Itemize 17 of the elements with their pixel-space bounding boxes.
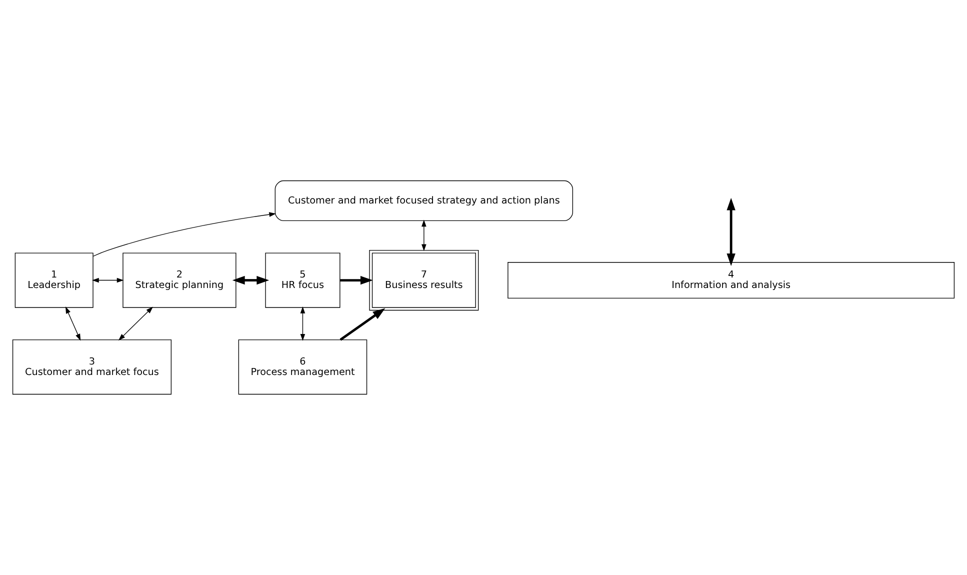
node-box: 7 Business results xyxy=(369,250,479,311)
arrow xyxy=(422,220,426,252)
node-box: 1 Leadership xyxy=(14,252,94,308)
arrow xyxy=(92,278,124,283)
node-box: 2 Strategic planning xyxy=(122,252,236,308)
node-box: 3 Customer and market focus xyxy=(12,340,172,395)
arrow xyxy=(300,306,306,341)
arrow xyxy=(340,276,373,285)
arrow xyxy=(65,306,81,341)
node-box: Customer and market focused strategy and action plans xyxy=(274,180,574,222)
arrow xyxy=(92,212,276,257)
arrow xyxy=(232,276,270,285)
arrow xyxy=(340,308,386,341)
arrow xyxy=(118,306,153,341)
node-box: 6 Process management xyxy=(238,340,368,395)
node-box: 4 Information and analysis xyxy=(508,262,955,299)
node-box: 5 HR focus xyxy=(265,252,340,308)
